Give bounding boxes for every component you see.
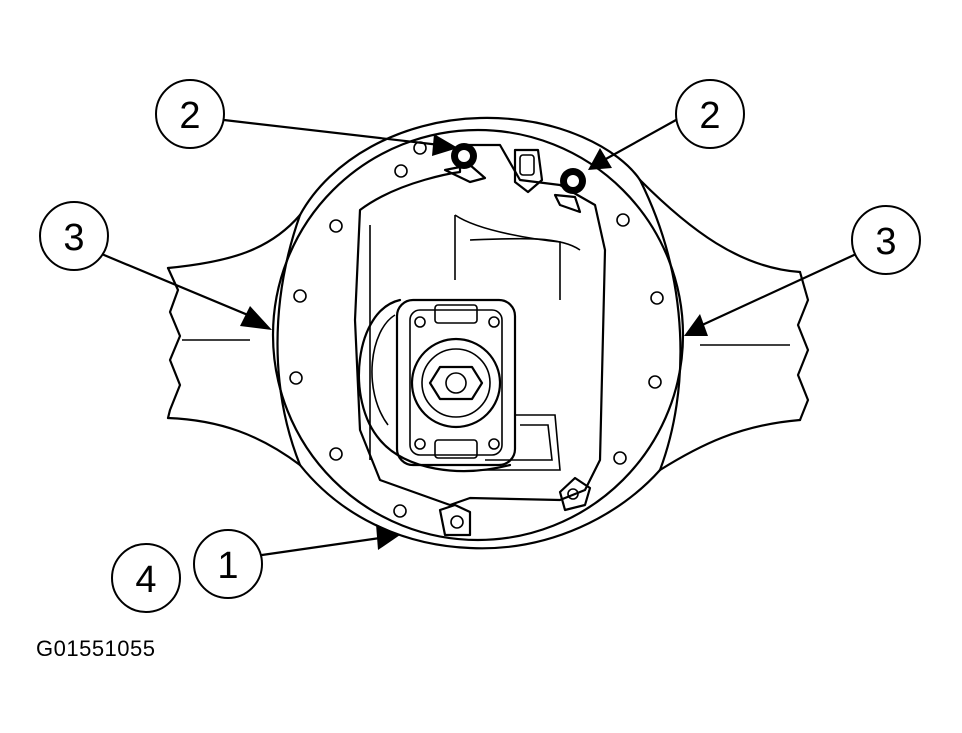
right-axle-tube [638, 178, 810, 472]
callout-1: 1 [193, 529, 263, 599]
arrowhead-1 [376, 524, 400, 550]
callout-4: 4 [111, 543, 181, 613]
pinion-yoke [395, 298, 517, 467]
bolt-holes [289, 141, 664, 518]
pinion-bracket [480, 414, 561, 471]
lower-lugs [438, 476, 592, 537]
callout-label: 1 [217, 545, 238, 587]
arrowhead-2-right [588, 148, 612, 170]
leader-arrows [102, 118, 856, 557]
housing-outline [276, 116, 682, 550]
callout-label: 3 [875, 221, 896, 263]
ring-gear [357, 298, 512, 473]
leader-3-right [698, 253, 856, 328]
arrowhead-3-left [240, 306, 272, 330]
callout-3-left: 3 [39, 201, 109, 271]
cover-flange [271, 128, 685, 542]
callout-2-left: 2 [155, 79, 225, 149]
callout-2-right: 2 [675, 79, 745, 149]
callout-3-right: 3 [851, 205, 921, 275]
leader-1 [260, 536, 382, 557]
callout-label: 2 [699, 95, 720, 137]
top-fittings [443, 143, 586, 214]
figure-id: G01551055 [36, 636, 156, 661]
leader-2-left [222, 118, 442, 147]
leader-3-left [102, 253, 257, 320]
callout-label: 3 [63, 217, 84, 259]
leader-2-right [602, 118, 678, 162]
callout-label: 4 [135, 559, 156, 601]
callout-label: 2 [179, 95, 200, 137]
arrowhead-2-left [432, 134, 458, 156]
arrowhead-3-right [684, 314, 708, 336]
left-axle-tube [166, 213, 302, 467]
